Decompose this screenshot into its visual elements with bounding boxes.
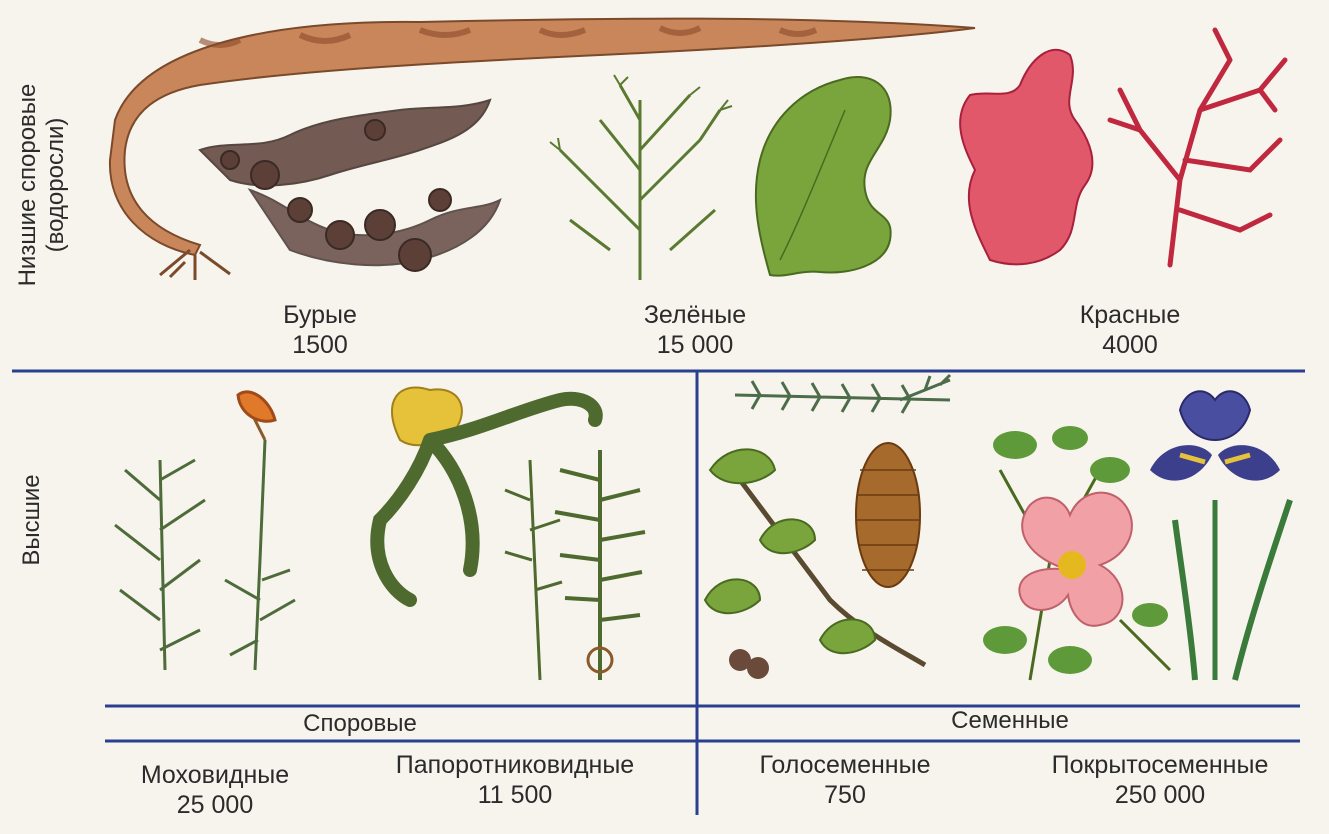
moss-illustration xyxy=(115,392,295,670)
higher-label: Высшие xyxy=(18,474,45,565)
algae-label-green: Зелёные 15 000 xyxy=(615,300,775,360)
spore-group-header: Споровые xyxy=(230,710,490,738)
higher-label-mosses: Моховидные 25 000 xyxy=(105,760,325,820)
plant-count: 25 000 xyxy=(105,790,325,820)
algae-name: Красные xyxy=(1050,300,1210,330)
plant-count: 750 xyxy=(725,780,965,810)
algae-label-brown: Бурые 1500 xyxy=(250,300,390,360)
pine-cone-illustration xyxy=(856,443,920,587)
green-algae-branched-illustration xyxy=(550,75,732,280)
plant-count: 250 000 xyxy=(1010,780,1310,810)
pine-branch-illustration xyxy=(735,375,950,413)
lower-spore-row-label: Низшие споровые (водоросли) xyxy=(14,35,70,335)
plant-count: 11 500 xyxy=(355,780,675,810)
higher-label-gymnosperms: Голосеменные 750 xyxy=(725,750,965,810)
seed-group-header: Семенные xyxy=(880,707,1140,735)
algae-count: 1500 xyxy=(250,330,390,360)
brown-algae-illustration xyxy=(200,100,500,271)
algae-name: Бурые xyxy=(250,300,390,330)
plant-name: Моховидные xyxy=(105,760,325,790)
green-algae-sheet-illustration xyxy=(756,77,891,276)
rose-illustration xyxy=(983,426,1170,680)
red-algae-sheet-illustration xyxy=(960,50,1092,264)
algae-label-red: Красные 4000 xyxy=(1050,300,1210,360)
red-algae-branched-illustration xyxy=(1110,30,1285,265)
higher-label-ferns: Папоротниковидные 11 500 xyxy=(355,750,675,810)
algae-name: Зелёные xyxy=(615,300,775,330)
plant-name: Покрытосеменные xyxy=(1010,750,1310,780)
lower-spore-label-line1: Низшие споровые xyxy=(14,84,41,287)
fern-illustration xyxy=(377,387,645,680)
plant-name: Папоротниковидные xyxy=(355,750,675,780)
lower-spore-label-line2: (водоросли) xyxy=(42,118,69,253)
iris-illustration xyxy=(1150,391,1290,680)
higher-label-angiosperms: Покрытосеменные 250 000 xyxy=(1010,750,1310,810)
algae-count: 4000 xyxy=(1050,330,1210,360)
plant-name: Голосеменные xyxy=(725,750,965,780)
higher-row-label: Высшие xyxy=(18,445,46,595)
algae-count: 15 000 xyxy=(615,330,775,360)
